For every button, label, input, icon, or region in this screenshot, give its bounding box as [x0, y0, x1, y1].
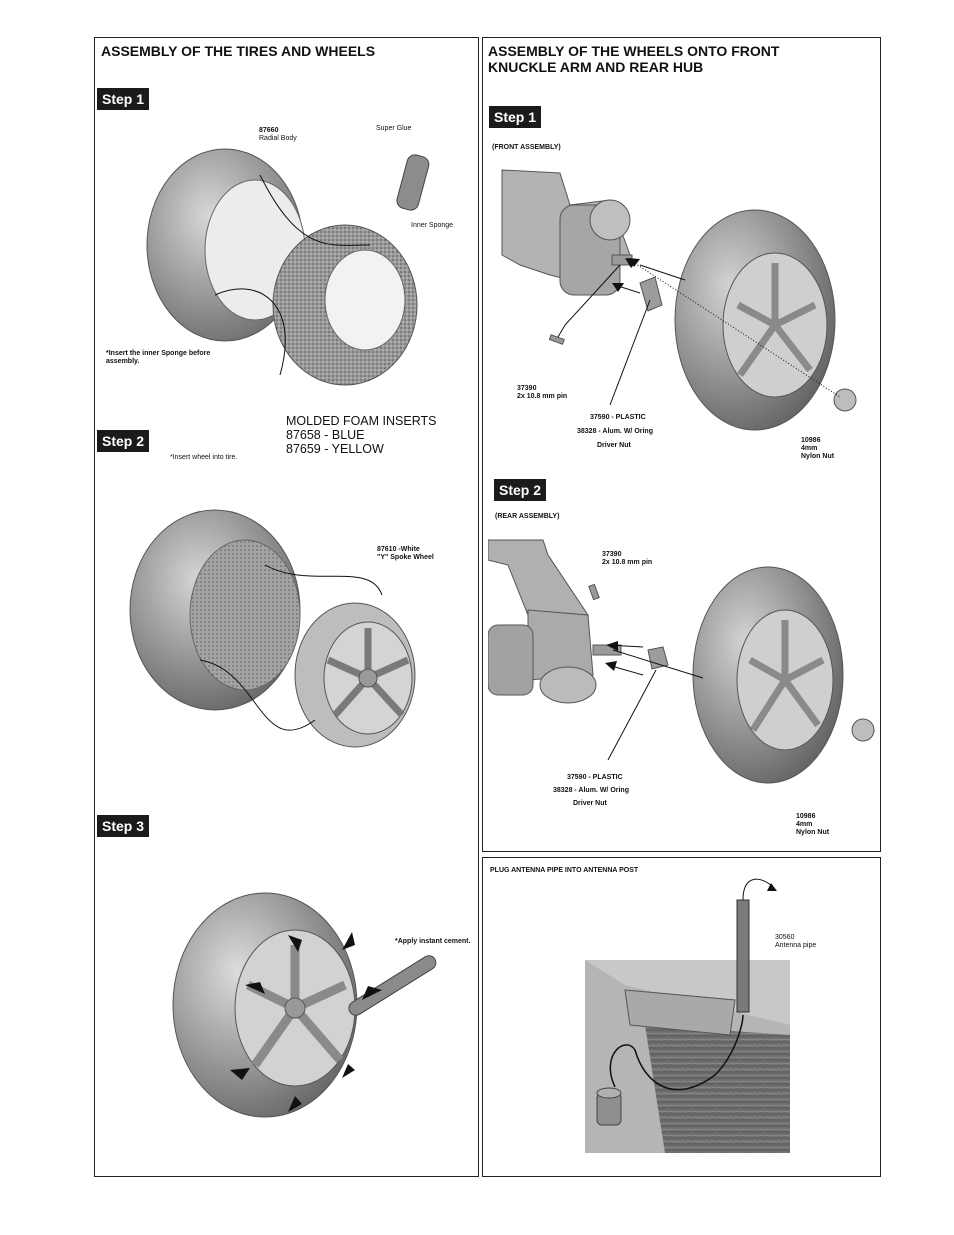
- antenna-panel-title: PLUG ANTENNA PIPE INTO ANTENNA POST: [490, 867, 639, 874]
- radial-body-name: Radial Body: [259, 135, 297, 142]
- rear-assembly-illustration: [488, 535, 878, 805]
- rear-nylon-name: Nylon Nut: [796, 829, 830, 836]
- front-assembly-subtitle: (FRONT ASSEMBLY): [492, 144, 561, 151]
- super-glue-label: Super Glue: [376, 125, 412, 132]
- front-nylon-number: 10986: [801, 437, 821, 444]
- wheel-mounting-title-line2: KNUCKLE ARM AND REAR HUB: [488, 59, 704, 75]
- front-driver-nut: Driver Nut: [597, 442, 631, 449]
- front-pin-desc: 2x 10.8 mm pin: [517, 393, 568, 400]
- step3-badge-left: Step 3: [97, 815, 150, 837]
- rear-driver-nut: Driver Nut: [573, 800, 607, 807]
- front-nylon-size: 4mm: [801, 445, 818, 452]
- antenna-panel: [482, 857, 881, 1177]
- wheel-into-tire-illustration: [120, 500, 430, 765]
- rear-nut-plastic: 37590 - PLASTIC: [567, 774, 623, 781]
- wheel-mounting-panel: [482, 37, 881, 852]
- front-nut-alum: 38328 - Alum. W/ Oring: [577, 428, 653, 435]
- foam-inserts-line2: 87658 - BLUE: [286, 428, 365, 442]
- rear-pin-desc: 2x 10.8 mm pin: [602, 559, 653, 566]
- y-spoke-wheel-number: 87610 -White: [377, 546, 420, 553]
- inner-sponge-label: Inner Sponge: [411, 222, 454, 229]
- antenna-pipe-number: 30560: [775, 934, 795, 941]
- step1-badge-left: Step 1: [97, 88, 150, 110]
- insert-wheel-note: *Insert wheel into tire.: [170, 454, 238, 461]
- rear-assembly-subtitle: (REAR ASSEMBLY): [495, 513, 560, 520]
- front-nut-plastic: 37590 - PLASTIC: [590, 414, 646, 421]
- instant-cement-note: *Apply instant cement.: [395, 938, 471, 945]
- front-pin-number: 37390: [517, 385, 537, 392]
- front-assembly-illustration: [500, 165, 860, 465]
- rear-pin-number: 37390: [602, 551, 622, 558]
- rear-nylon-size: 4mm: [796, 821, 813, 828]
- step2-badge-right: Step 2: [494, 479, 547, 501]
- tires-wheels-panel: [94, 37, 479, 1177]
- foam-inserts-line3: 87659 - YELLOW: [286, 442, 384, 456]
- tires-wheels-title: ASSEMBLY OF THE TIRES AND WHEELS: [101, 43, 376, 59]
- wheel-mounting-title-line1: ASSEMBLY OF THE WHEELS ONTO FRONT: [488, 43, 780, 59]
- antenna-illustration: [585, 875, 790, 1153]
- y-spoke-wheel-name: "Y" Spoke Wheel: [377, 554, 434, 561]
- front-nylon-name: Nylon Nut: [801, 453, 835, 460]
- tire-sponge-illustration: [140, 135, 460, 400]
- step2-badge-left: Step 2: [97, 430, 150, 452]
- rear-nut-alum: 38328 - Alum. W/ Oring: [553, 787, 629, 794]
- radial-body-number: 87660: [259, 127, 279, 134]
- antenna-pipe-name: Antenna pipe: [775, 942, 817, 949]
- foam-inserts-line1: MOLDED FOAM INSERTS: [286, 414, 437, 428]
- inner-sponge-note: *Insert the inner Sponge before assembly…: [106, 350, 211, 365]
- rear-nylon-number: 10986: [796, 813, 816, 820]
- apply-cement-illustration: [170, 890, 445, 1125]
- step1-badge-right: Step 1: [489, 106, 542, 128]
